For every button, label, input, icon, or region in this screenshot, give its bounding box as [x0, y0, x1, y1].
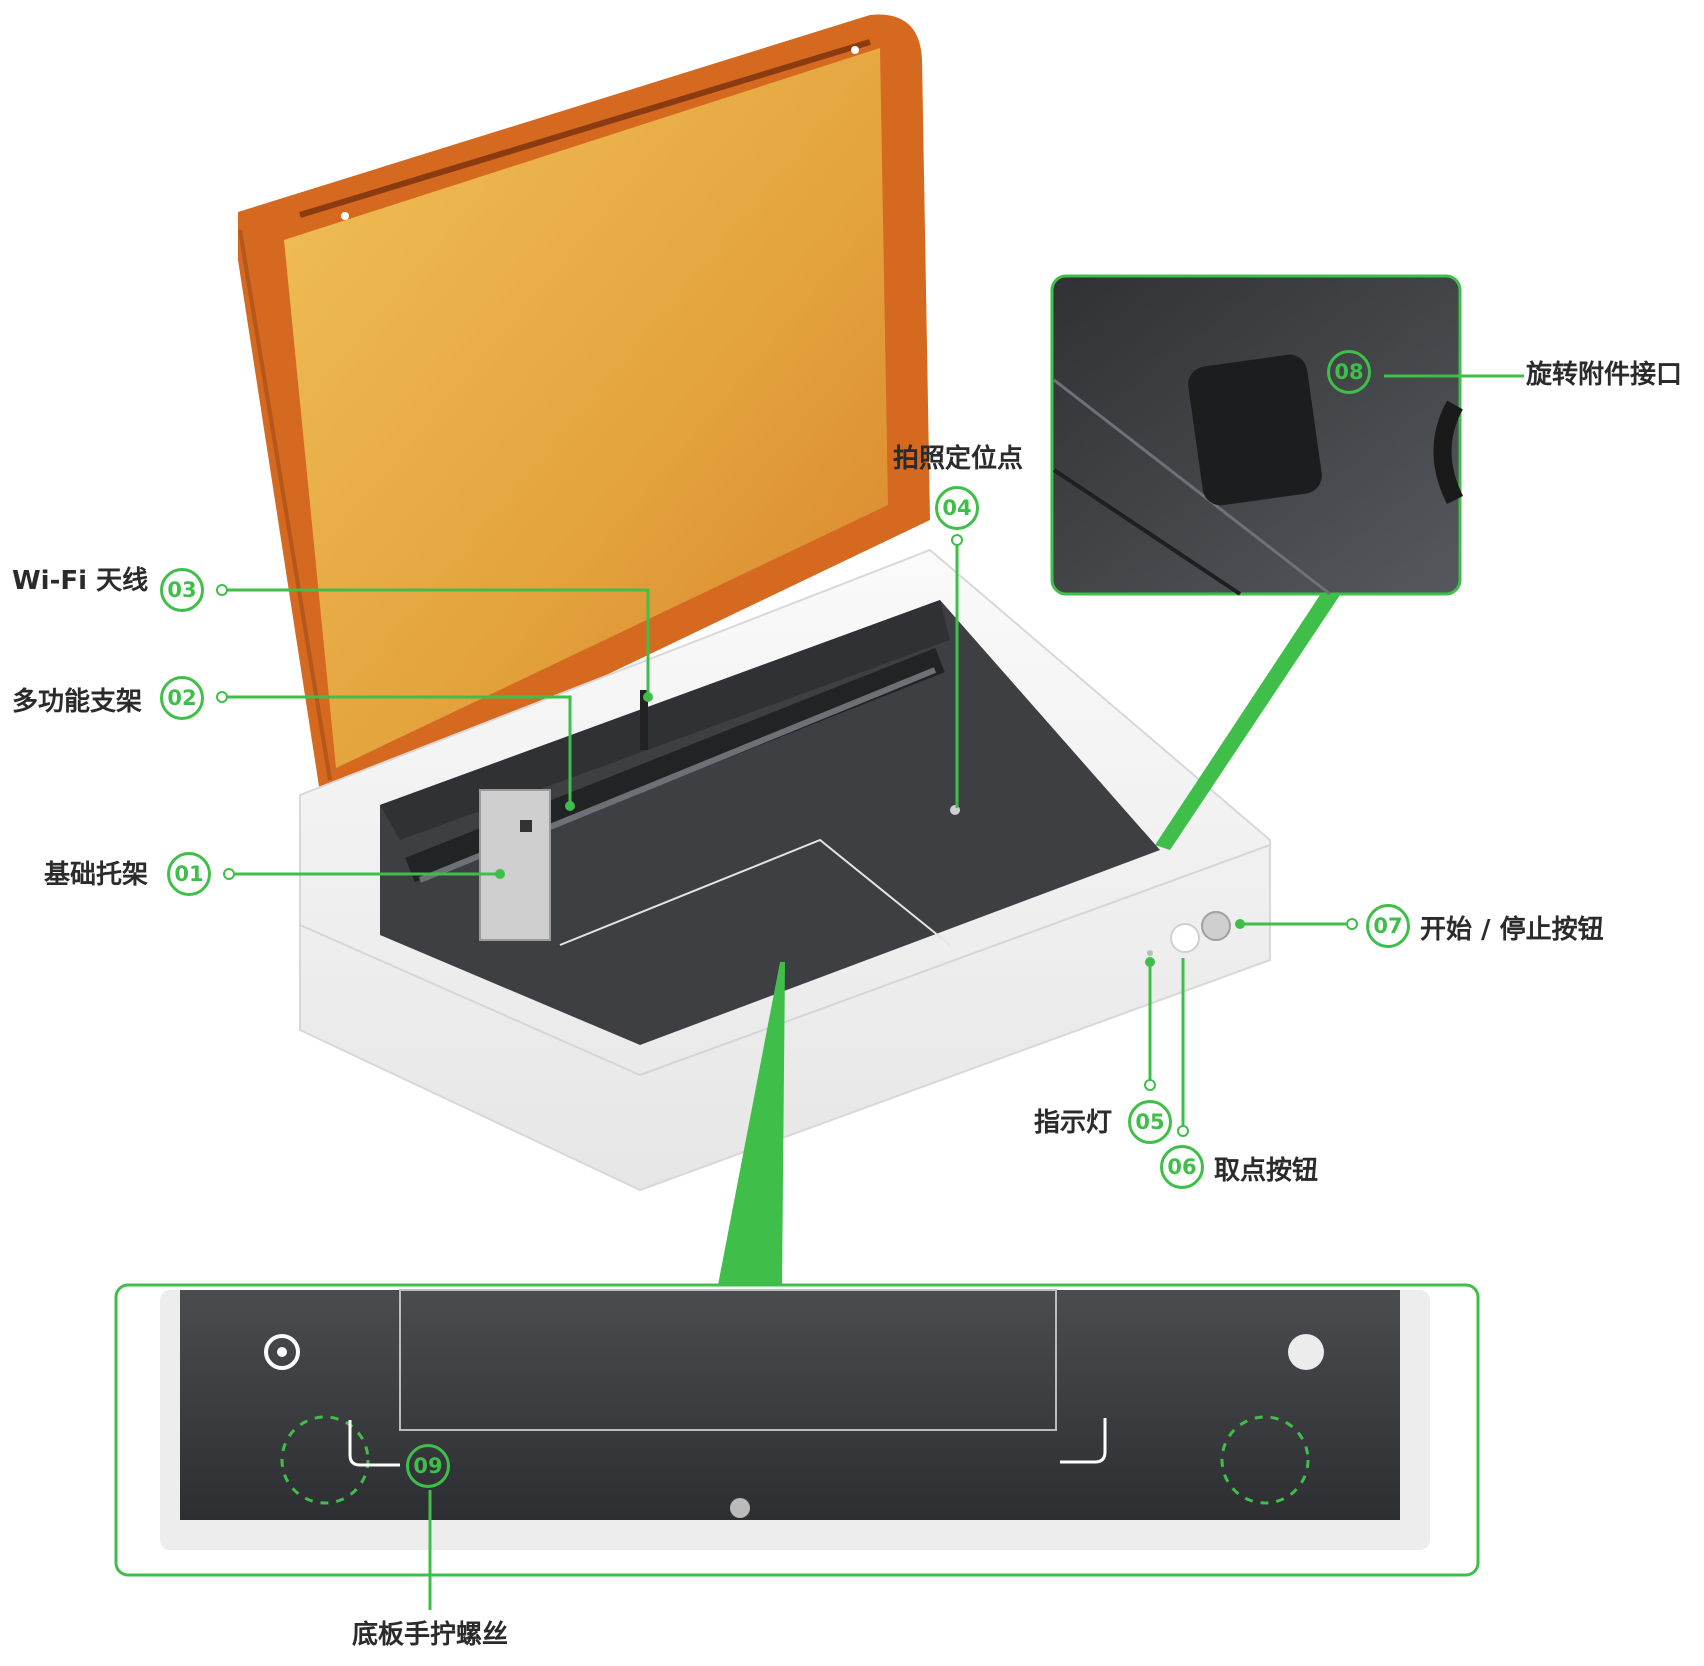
- label-rotary-attachment-port: 旋转附件接口: [1526, 360, 1683, 390]
- label-wifi-antenna: Wi-Fi 天线: [12, 566, 149, 596]
- label-base-bracket: 基础托架: [44, 860, 149, 890]
- badge-03: 03: [160, 568, 204, 612]
- badge-02: 02: [160, 676, 204, 720]
- label-start-stop-button: 开始 / 停止按钮: [1420, 915, 1604, 945]
- badge-04: 04: [935, 486, 979, 530]
- leader-endpoints: [216, 534, 1358, 1137]
- machine-body: [299, 548, 1271, 1192]
- badge-06: 06: [1160, 1145, 1204, 1189]
- lid: [238, 14, 930, 801]
- leader-03: [222, 588, 650, 697]
- label-pick-point-button: 取点按钮: [1214, 1156, 1319, 1186]
- leader-lines: [222, 374, 1524, 1610]
- label-multi-function-bracket: 多功能支架: [12, 687, 143, 717]
- label-indicator-light: 指示灯: [1034, 1108, 1113, 1138]
- badge-05: 05: [1128, 1100, 1172, 1144]
- badge-08: 08: [1327, 350, 1371, 394]
- zoom-inset-rotary-port: [1050, 274, 1464, 850]
- badge-09: 09: [406, 1444, 450, 1488]
- badge-01: 01: [167, 852, 211, 896]
- label-baseplate-thumb-screws: 底板手拧螺丝: [352, 1620, 509, 1650]
- zoom-inset-bottom-panel: [114, 962, 1480, 1577]
- leader-02: [222, 695, 572, 806]
- badge-07: 07: [1366, 904, 1410, 948]
- label-photo-positioning-point: 拍照定位点: [893, 444, 1024, 474]
